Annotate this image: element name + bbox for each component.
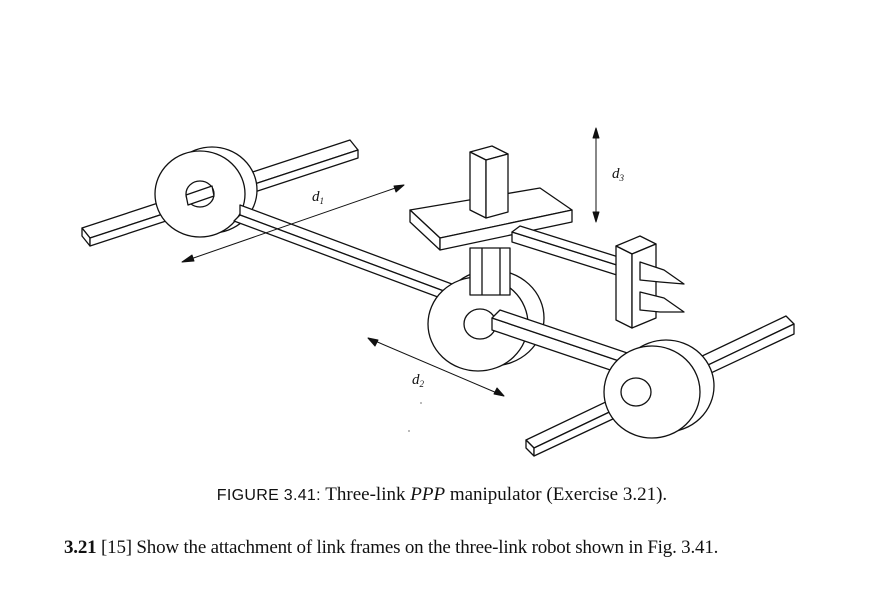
caption-ppp: PPP	[410, 484, 446, 505]
robot-diagram: d1 d2 d3	[81, 127, 795, 457]
d1-label: d1	[312, 189, 324, 206]
d3-arrow	[592, 127, 600, 223]
d1-arrow	[181, 184, 405, 263]
d2-label: d2	[412, 372, 425, 389]
gripper	[615, 235, 685, 329]
exercise-body: Show the attachment of link frames on th…	[131, 537, 719, 558]
d2-arrow	[367, 337, 505, 397]
left-wheel	[154, 146, 258, 238]
exercise-text: 3.21 [15] Show the attachment of link fr…	[64, 537, 718, 559]
exercise-number: 3.21	[64, 537, 97, 558]
arm	[511, 225, 629, 277]
d3-label: d3	[612, 166, 625, 183]
caption-text-after: manipulator (Exercise 3.21).	[449, 484, 668, 505]
caption-text-before: Three-link	[325, 484, 406, 505]
caption-label: FIGURE 3.41:	[216, 487, 321, 504]
right-wheel	[603, 339, 715, 439]
exercise-difficulty: [15]	[101, 537, 132, 558]
speck	[408, 430, 410, 432]
carriage-post	[469, 247, 511, 296]
speck	[420, 402, 422, 404]
vertical-column	[469, 145, 509, 219]
figure-caption: FIGURE 3.41: Three-link PPP manipulator …	[0, 484, 884, 506]
